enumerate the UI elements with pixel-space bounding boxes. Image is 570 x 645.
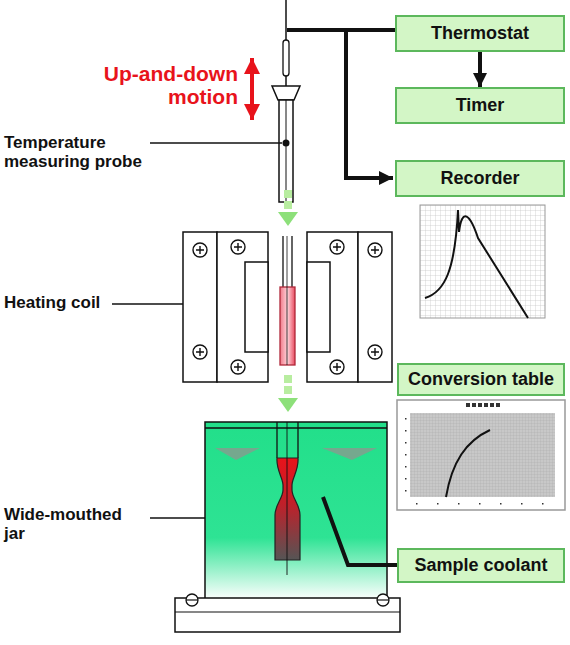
device-box: Recorder (395, 160, 565, 197)
coolant-leader (323, 497, 397, 565)
box-label: Sample coolant (414, 555, 547, 576)
device-box: Timer (395, 87, 565, 124)
motion-label: Up-and-down motion (96, 62, 238, 108)
box-label: Recorder (440, 168, 519, 189)
box-label: Thermostat (431, 23, 529, 44)
box-label: Conversion table (408, 369, 554, 390)
device-box: Thermostat (395, 15, 565, 52)
screw-heads (193, 240, 382, 374)
recorder-chart (420, 205, 545, 318)
motion-path-arrow (278, 190, 298, 412)
device-box: Sample coolant (397, 548, 565, 583)
part-label: Temperature measuring probe (4, 134, 174, 171)
table-header-box: Conversion table (397, 363, 565, 396)
temperature-probe (272, 40, 300, 202)
part-label: Wide-mouthed jar (4, 506, 134, 543)
box-label: Timer (456, 95, 505, 116)
wide-mouthed-jar (175, 422, 400, 632)
heating-coil (183, 232, 392, 382)
signal-lines (286, 0, 395, 178)
part-label: Heating coil (4, 294, 114, 313)
signal-arrow (478, 52, 482, 87)
motion-arrow (250, 58, 254, 120)
conversion-chart (397, 400, 565, 510)
